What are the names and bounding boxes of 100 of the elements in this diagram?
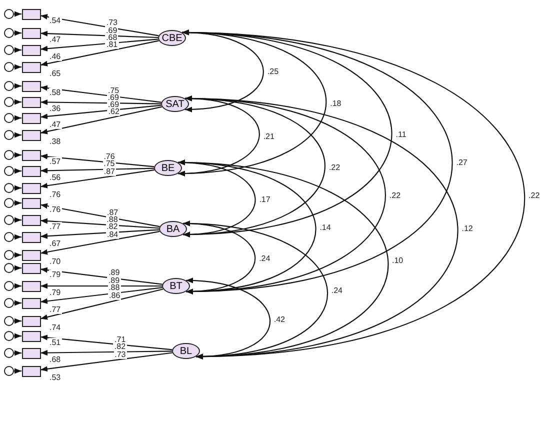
edge-label: .62	[107, 107, 120, 116]
error-circle	[4, 81, 14, 91]
indicator-box	[22, 316, 40, 326]
covariance-arrow	[182, 30, 264, 112]
error-circle	[4, 232, 14, 242]
arrow	[40, 352, 172, 372]
arrow	[14, 99, 22, 105]
indicator-box	[22, 280, 40, 292]
edge-label: .10	[390, 256, 404, 264]
indicator-box	[22, 232, 40, 242]
r-squared-label: .79	[48, 288, 62, 297]
arrow	[40, 40, 159, 66]
arrow	[14, 333, 22, 339]
arrow	[40, 30, 158, 38]
arrow	[14, 318, 22, 324]
indicator-box	[22, 262, 40, 274]
arrow	[14, 11, 22, 17]
latent-label: BA	[166, 224, 180, 234]
error-circle	[4, 9, 14, 19]
error-circle	[4, 331, 14, 341]
arrow	[40, 283, 162, 289]
arrow	[14, 168, 22, 174]
error-circle	[4, 348, 14, 358]
arrow	[40, 38, 158, 52]
indicator-box	[22, 28, 40, 38]
arrow	[14, 217, 22, 223]
edge-label: .18	[329, 99, 342, 108]
r-squared-label: .47	[48, 35, 62, 44]
covariance-arrow	[185, 96, 458, 359]
arrow	[40, 99, 162, 106]
r-squared-label: .56	[48, 173, 62, 182]
r-squared-label: .68	[48, 355, 62, 364]
edge-label: .25	[266, 67, 280, 76]
edge-label: .12	[460, 224, 474, 232]
edge-label: .42	[272, 314, 286, 324]
indicator-box	[22, 130, 40, 140]
r-squared-label: .74	[48, 323, 62, 332]
arrow	[14, 185, 22, 191]
arrow	[40, 169, 155, 188]
arrow	[40, 203, 160, 228]
r-squared-label: .65	[48, 69, 62, 78]
edge-label: .27	[455, 158, 468, 167]
covariance-arrow	[183, 221, 256, 294]
latent-ellipse	[172, 343, 200, 359]
latent-ellipse	[161, 96, 189, 112]
covariance-arrow	[178, 160, 388, 359]
r-squared-label: .79	[48, 270, 62, 279]
arrow	[14, 83, 22, 89]
error-circle	[4, 263, 14, 273]
indicator-box	[22, 348, 40, 358]
edge-label: .22	[388, 191, 402, 200]
error-circle	[4, 62, 14, 72]
arrow	[14, 47, 22, 53]
arrow	[14, 30, 22, 36]
r-squared-label: .38	[48, 137, 62, 146]
indicator-box	[22, 96, 40, 108]
r-squared-label: .76	[48, 190, 62, 199]
arrow	[40, 267, 162, 285]
error-circle	[4, 130, 14, 140]
arrow	[40, 104, 162, 120]
edge-label: .84	[106, 230, 120, 240]
arrow	[14, 252, 22, 258]
latent-label: BT	[170, 280, 182, 292]
edge-label: .81	[105, 40, 119, 50]
latent-ellipse	[158, 30, 186, 46]
indicator-box	[22, 298, 40, 308]
arrow	[40, 350, 172, 356]
covariance-arrow	[183, 221, 328, 359]
arrow	[14, 300, 22, 306]
latent-ellipse	[159, 221, 187, 237]
indicator-box	[22, 198, 40, 208]
error-circle	[4, 298, 14, 308]
error-circle	[4, 183, 14, 193]
r-squared-label: .70	[48, 257, 62, 266]
arrow	[40, 229, 160, 239]
arrow	[14, 265, 22, 271]
latent-ellipse	[162, 278, 190, 294]
error-circle	[4, 28, 14, 38]
edge-label: .24	[258, 254, 272, 262]
indicator-box	[22, 62, 40, 72]
r-squared-label: .58	[48, 88, 62, 97]
arrow	[14, 64, 22, 70]
arrow	[40, 14, 159, 36]
arrow	[40, 287, 162, 304]
arrow	[40, 218, 160, 229]
edge-label: .14	[318, 223, 332, 232]
r-squared-label: .76	[48, 205, 62, 214]
arrow	[40, 154, 154, 168]
arrow	[40, 230, 160, 255]
indicator-box	[22, 112, 40, 124]
arrow	[14, 234, 22, 240]
edge-label: .82	[113, 342, 127, 351]
indicator-box	[22, 8, 40, 20]
error-circle	[4, 250, 14, 260]
arrow	[14, 368, 22, 374]
indicator-box	[22, 80, 40, 92]
r-squared-label: .77	[48, 305, 62, 314]
arrow	[40, 85, 162, 103]
error-circle	[4, 45, 14, 55]
covariance-arrow	[186, 278, 270, 359]
